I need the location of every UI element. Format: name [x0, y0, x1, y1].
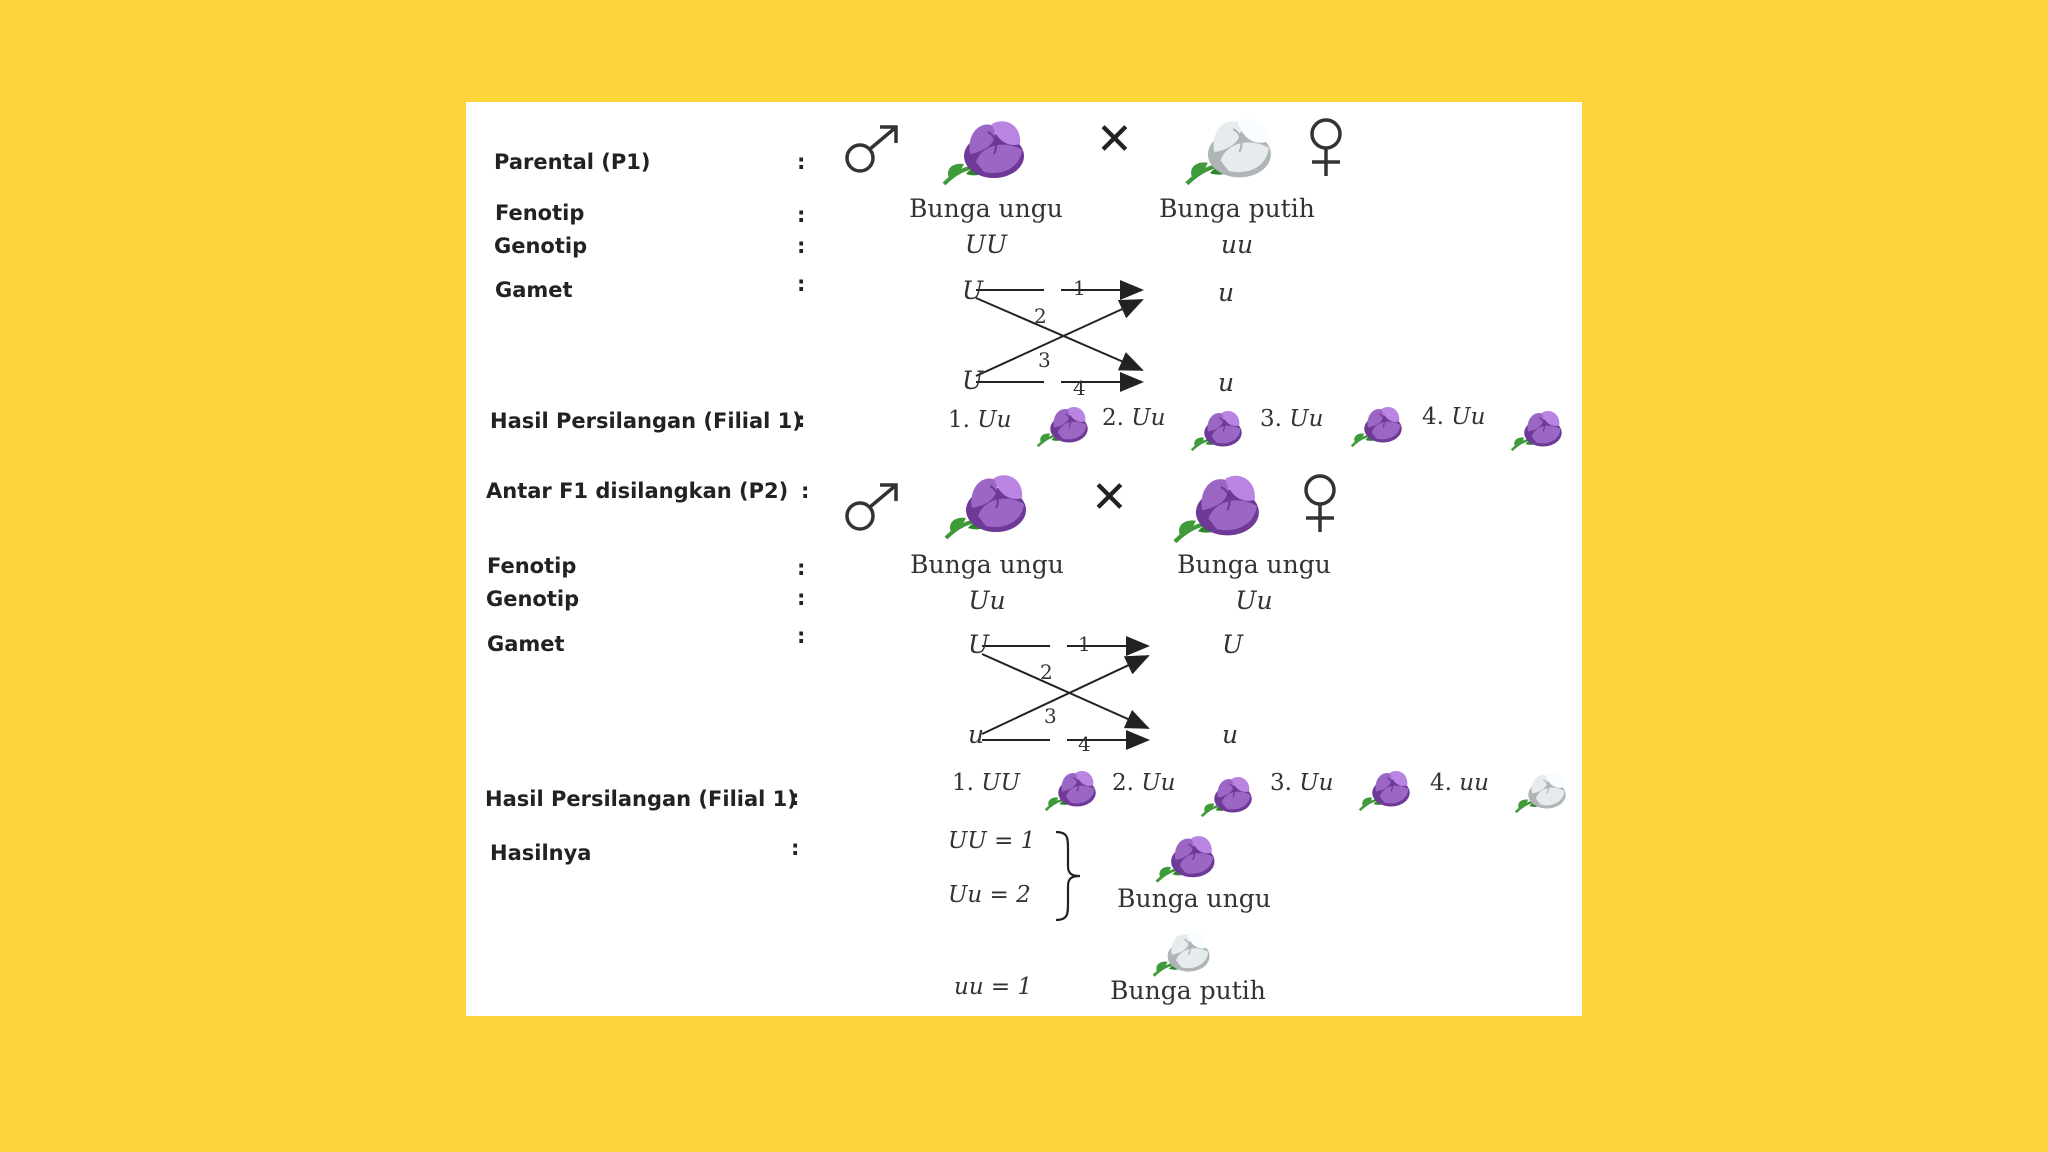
female-genotip: Uu: [1235, 586, 1273, 615]
purple-flower-icon: [1036, 407, 1088, 448]
gamet-label: Gamet: [487, 632, 565, 656]
gamete-left-bottom: U: [962, 366, 984, 395]
female-fenotip: Bunga ungu: [1177, 550, 1331, 579]
purple-flower-icon: [942, 121, 1024, 186]
purple-flower-icon: [1200, 777, 1252, 818]
result-genotype: Uu: [1141, 770, 1176, 796]
cross-symbol: ✕: [1096, 114, 1133, 165]
colon: :: [797, 234, 806, 258]
colon: :: [797, 586, 806, 610]
gamete-right-top: U: [1222, 630, 1244, 659]
gamete-right-bottom: u: [1218, 368, 1235, 397]
path-number: 3: [1038, 348, 1051, 372]
female-symbol-icon: [1304, 474, 1336, 532]
path-number: 2: [1040, 660, 1053, 684]
gamete-cross-arrows: [981, 636, 1150, 750]
ratio-UU: UU = 1: [948, 828, 1036, 854]
white-flower-icon: [1152, 931, 1210, 977]
gamete-left-top: U: [962, 276, 984, 305]
filial1-result-label: Hasil Persilangan (Filial 1): [490, 409, 802, 433]
colon: :: [797, 556, 806, 580]
male-fenotip: Bunga ungu: [910, 550, 1064, 579]
colon: :: [797, 150, 806, 174]
colon: :: [797, 272, 806, 296]
male-symbol-icon: [845, 483, 898, 531]
purple-flower-icon: [1044, 771, 1096, 812]
male-genotip: UU: [964, 230, 1008, 259]
white-flower-icon: [1514, 773, 1566, 814]
result-number: 4.: [1430, 770, 1452, 796]
gamete-left-top: U: [968, 630, 990, 659]
filial1-result-label: Hasil Persilangan (Filial 1): [485, 787, 797, 811]
white-flower-icon: [1185, 117, 1271, 186]
antar-f1-p2-label: Antar F1 disilangkan (P2): [486, 479, 789, 503]
result-genotype: Uu: [977, 407, 1012, 433]
result-number: 1.: [952, 770, 974, 796]
result-number: 1.: [948, 407, 970, 433]
female-genotip: uu: [1220, 230, 1254, 259]
result-genotype: Uu: [1299, 770, 1334, 796]
cross-symbol: ✕: [1091, 472, 1128, 523]
result-genotype: Uu: [1131, 405, 1166, 431]
result-bunga-ungu: Bunga ungu: [1117, 884, 1271, 913]
result-number: 2.: [1112, 770, 1134, 796]
genotip-label: Genotip: [494, 234, 588, 258]
result-number: 3.: [1260, 406, 1282, 432]
path-number: 4: [1073, 376, 1086, 400]
male-symbol-icon: [845, 125, 898, 173]
path-number: 1: [1078, 632, 1091, 656]
colon: :: [801, 479, 810, 503]
path-number: 3: [1044, 704, 1057, 728]
gamet-label: Gamet: [495, 278, 573, 302]
male-fenotip: Bunga ungu: [909, 194, 1063, 223]
genotip-label: Genotip: [486, 587, 580, 611]
parental-p1-label: Parental (P1): [494, 150, 651, 174]
female-symbol-icon: [1310, 118, 1342, 176]
gamete-right-bottom: u: [1222, 720, 1239, 749]
result-bunga-putih: Bunga putih: [1110, 976, 1266, 1005]
gamete-cross-arrows: [975, 280, 1144, 392]
path-number: 1: [1073, 276, 1086, 300]
purple-flower-icon: [944, 475, 1026, 540]
purple-flower-icon: [1155, 836, 1215, 883]
fenotip-label: Fenotip: [495, 201, 585, 225]
result-genotype: uu: [1459, 770, 1489, 796]
colon: :: [797, 624, 806, 648]
result-genotype: Uu: [1289, 406, 1324, 432]
result-number: 4.: [1422, 404, 1444, 430]
path-number: 2: [1034, 304, 1047, 328]
purple-flower-icon: [1510, 411, 1562, 452]
curly-brace: [1055, 830, 1081, 922]
gamete-left-bottom: u: [968, 720, 985, 749]
ratio-Uu: Uu = 2: [948, 882, 1031, 908]
path-number: 4: [1078, 732, 1091, 756]
result-number: 3.: [1270, 770, 1292, 796]
colon: :: [797, 203, 806, 227]
purple-flower-icon: [1190, 411, 1242, 452]
purple-flower-icon: [1358, 771, 1410, 812]
result-genotype: UU: [981, 770, 1021, 796]
female-fenotip: Bunga putih: [1159, 194, 1315, 223]
colon: :: [797, 408, 806, 432]
gamete-right-top: u: [1218, 278, 1235, 307]
male-genotip: Uu: [968, 586, 1006, 615]
ratio-uu: uu = 1: [954, 974, 1033, 1000]
purple-flower-icon: [1173, 475, 1259, 544]
result-number: 2.: [1102, 405, 1124, 431]
hasilnya-label: Hasilnya: [490, 841, 592, 865]
result-genotype: Uu: [1451, 404, 1486, 430]
colon: :: [791, 836, 800, 860]
purple-flower-icon: [1350, 407, 1402, 448]
diagram-panel: Parental (P1) : ✕ Fenotip : Bunga ungu B…: [466, 102, 1582, 1016]
colon: :: [791, 786, 800, 810]
fenotip-label: Fenotip: [487, 554, 577, 578]
